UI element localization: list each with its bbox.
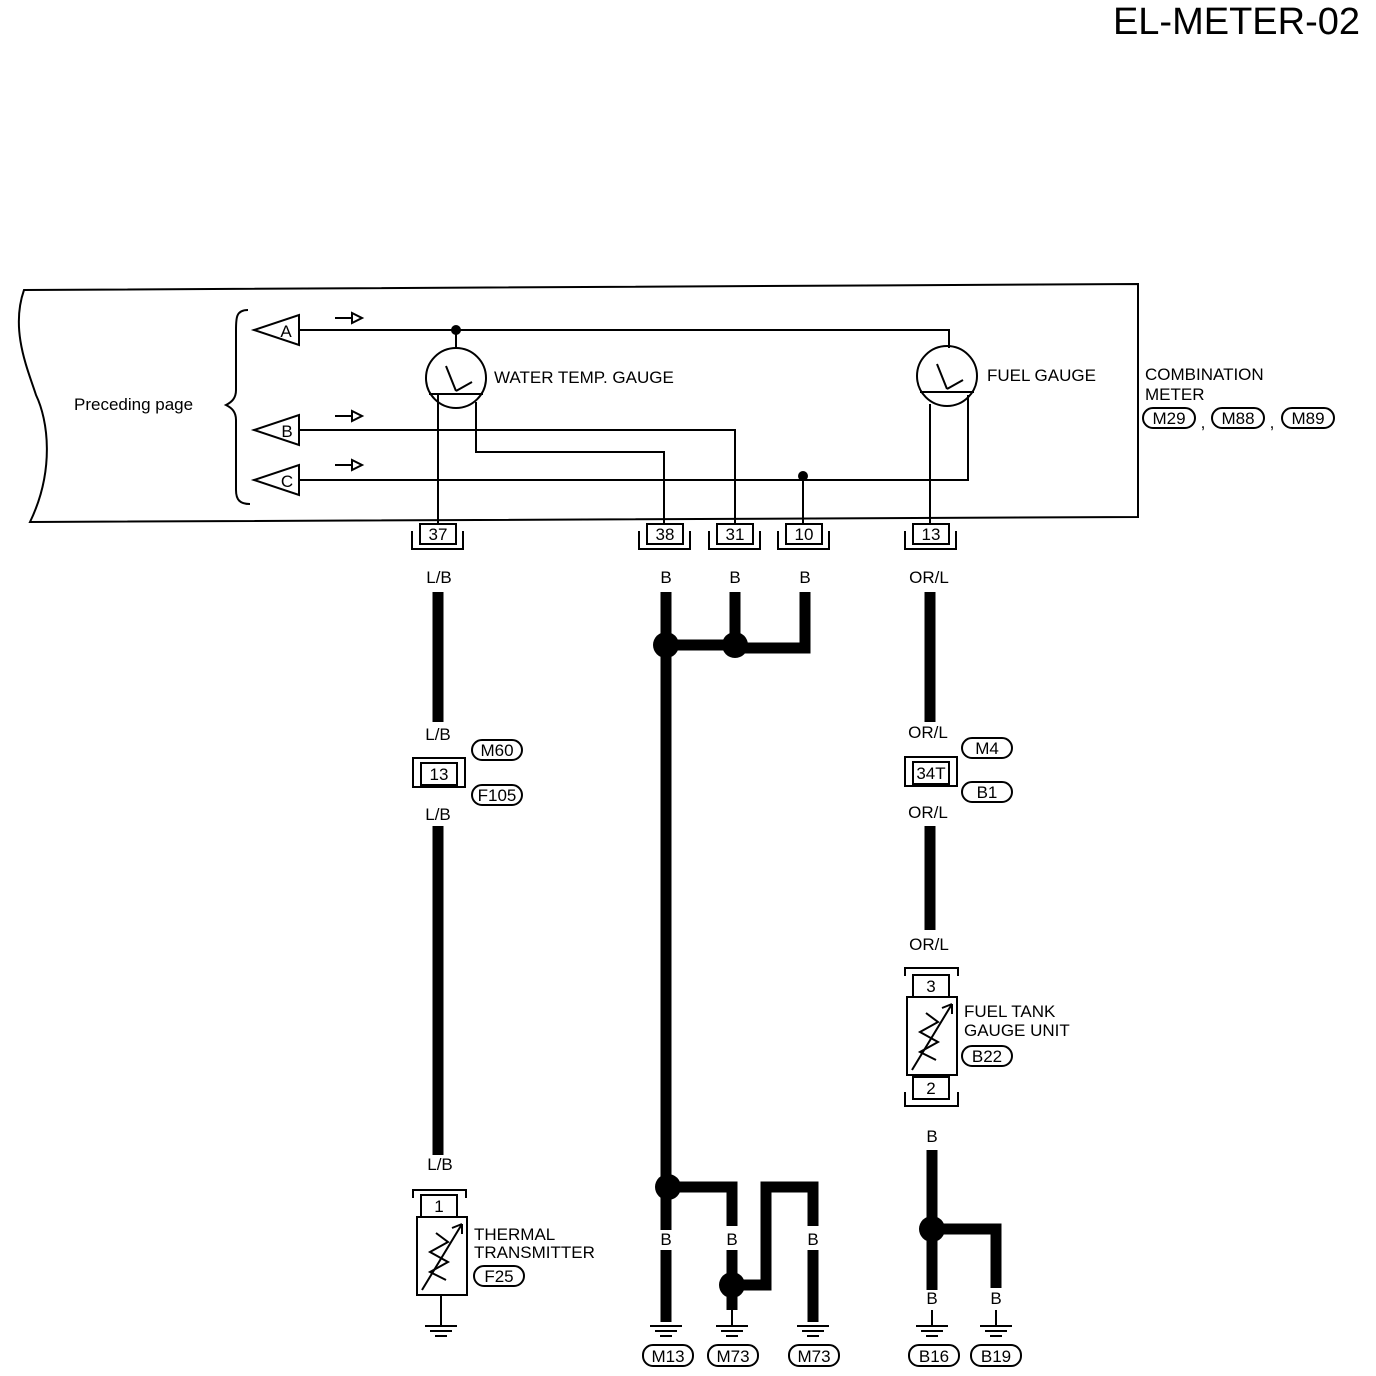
- svg-text:F25: F25: [484, 1267, 513, 1286]
- terminal-13: 13: [904, 523, 957, 550]
- connector-m29: M29: [1152, 409, 1185, 428]
- svg-text:2: 2: [926, 1079, 935, 1098]
- wire-b-fuel-ground: [919, 1150, 1002, 1290]
- svg-text:F105: F105: [478, 786, 517, 805]
- wire-color-10: B: [799, 568, 810, 587]
- water-temp-gauge-icon: [425, 347, 487, 409]
- joint-connector-34t: 34T: [904, 756, 958, 787]
- connector-f25-tag: F25: [473, 1265, 525, 1287]
- svg-text:M73: M73: [716, 1347, 749, 1366]
- svg-text:3: 3: [926, 977, 935, 996]
- svg-text:C: C: [281, 472, 293, 491]
- svg-text:M4: M4: [975, 739, 999, 758]
- thermal-transmitter-label-2: TRANSMITTER: [474, 1243, 595, 1262]
- combination-meter-outline: [17, 282, 1139, 524]
- wire-color-m13: B: [660, 1230, 671, 1249]
- fuel-gauge-icon: [916, 345, 978, 407]
- wire-color-31: B: [729, 568, 740, 587]
- preceding-page-brace: [223, 309, 251, 505]
- svg-text:B22: B22: [972, 1047, 1002, 1066]
- connector-b1-tag: B1: [961, 781, 1013, 803]
- svg-text:10: 10: [795, 525, 814, 544]
- combination-meter-label-2: METER: [1145, 385, 1205, 404]
- connector-f105-tag: F105: [471, 784, 523, 806]
- fuel-tank-unit-label-2: GAUGE UNIT: [964, 1021, 1070, 1040]
- svg-text:B: B: [281, 422, 292, 441]
- svg-text:31: 31: [726, 525, 745, 544]
- connector-m60-tag: M60: [471, 739, 523, 761]
- wire-b-ground-group: [653, 592, 819, 1322]
- thermal-transmitter-label-1: THERMAL: [474, 1225, 555, 1244]
- svg-text:38: 38: [656, 525, 675, 544]
- wire-color-lb-lower: L/B: [425, 805, 451, 824]
- svg-text:13: 13: [922, 525, 941, 544]
- wire-color-13: OR/L: [909, 568, 949, 587]
- jump-marker-a: A: [250, 313, 300, 347]
- terminal-31: 31: [708, 523, 761, 550]
- ground-symbol-m73-a: M73: [707, 1310, 759, 1367]
- svg-text:34T: 34T: [916, 764, 945, 783]
- combination-meter-connectors: M29 , M88 , M89: [1142, 407, 1335, 432]
- connector-m4-tag: M4: [961, 737, 1013, 759]
- svg-text:M60: M60: [480, 741, 513, 760]
- wire-color-38: B: [660, 568, 671, 587]
- wire-color-lb-upper: L/B: [425, 725, 451, 744]
- jump-marker-c: C: [250, 463, 300, 497]
- fuel-tank-gauge-unit-icon: 3 2: [904, 967, 959, 1107]
- preceding-page-label: Preceding page: [74, 395, 193, 414]
- wire-color-lb-bottom: L/B: [427, 1155, 453, 1174]
- svg-text:B19: B19: [981, 1347, 1011, 1366]
- connector-b22-tag: B22: [961, 1045, 1013, 1067]
- direction-arrows: [335, 311, 365, 472]
- svg-text:B1: B1: [977, 783, 998, 802]
- fuel-tank-unit-label-1: FUEL TANK: [964, 1002, 1056, 1021]
- joint-connector-13: 13: [412, 757, 466, 788]
- svg-text:M13: M13: [651, 1347, 684, 1366]
- fuel-gauge-label: FUEL GAUGE: [987, 366, 1096, 385]
- meter-internal-wiring: [299, 325, 969, 524]
- wire-color-m73-b: B: [807, 1230, 818, 1249]
- ground-symbol-m73-b: M73: [788, 1325, 840, 1367]
- thermal-transmitter-icon: 1: [412, 1189, 468, 1337]
- wire-color-orl-lower: OR/L: [908, 803, 948, 822]
- terminal-10: 10: [777, 523, 830, 550]
- svg-text:13: 13: [430, 765, 449, 784]
- combination-meter-label-1: COMBINATION: [1145, 365, 1264, 384]
- water-temp-gauge-label: WATER TEMP. GAUGE: [494, 368, 674, 387]
- svg-text:A: A: [280, 322, 292, 341]
- wire-color-m73-link: B: [760, 1230, 771, 1249]
- wire-color-37: L/B: [426, 568, 452, 587]
- svg-text:,: ,: [1201, 413, 1206, 432]
- wire-color-b19: B: [990, 1289, 1001, 1308]
- svg-text:37: 37: [429, 525, 448, 544]
- wire-color-b22-ground: B: [926, 1127, 937, 1146]
- terminal-38: 38: [638, 523, 691, 550]
- wire-color-orl-bottom: OR/L: [909, 935, 949, 954]
- svg-text:M73: M73: [797, 1347, 830, 1366]
- wire-color-m73-a: B: [726, 1230, 737, 1249]
- ground-symbol-b16: B16: [908, 1310, 960, 1367]
- svg-text:,: ,: [1270, 413, 1275, 432]
- svg-text:1: 1: [434, 1197, 443, 1216]
- jump-marker-b: B: [250, 413, 300, 447]
- page-code: EL-METER-02: [1113, 1, 1360, 43]
- svg-text:B16: B16: [919, 1347, 949, 1366]
- terminal-37: 37: [411, 523, 464, 550]
- connector-m89: M89: [1291, 409, 1324, 428]
- wire-color-b16: B: [926, 1289, 937, 1308]
- ground-symbol-b19: B19: [970, 1310, 1022, 1367]
- connector-m88: M88: [1221, 409, 1254, 428]
- ground-symbol-m13: M13: [642, 1325, 694, 1367]
- wire-color-orl-upper: OR/L: [908, 723, 948, 742]
